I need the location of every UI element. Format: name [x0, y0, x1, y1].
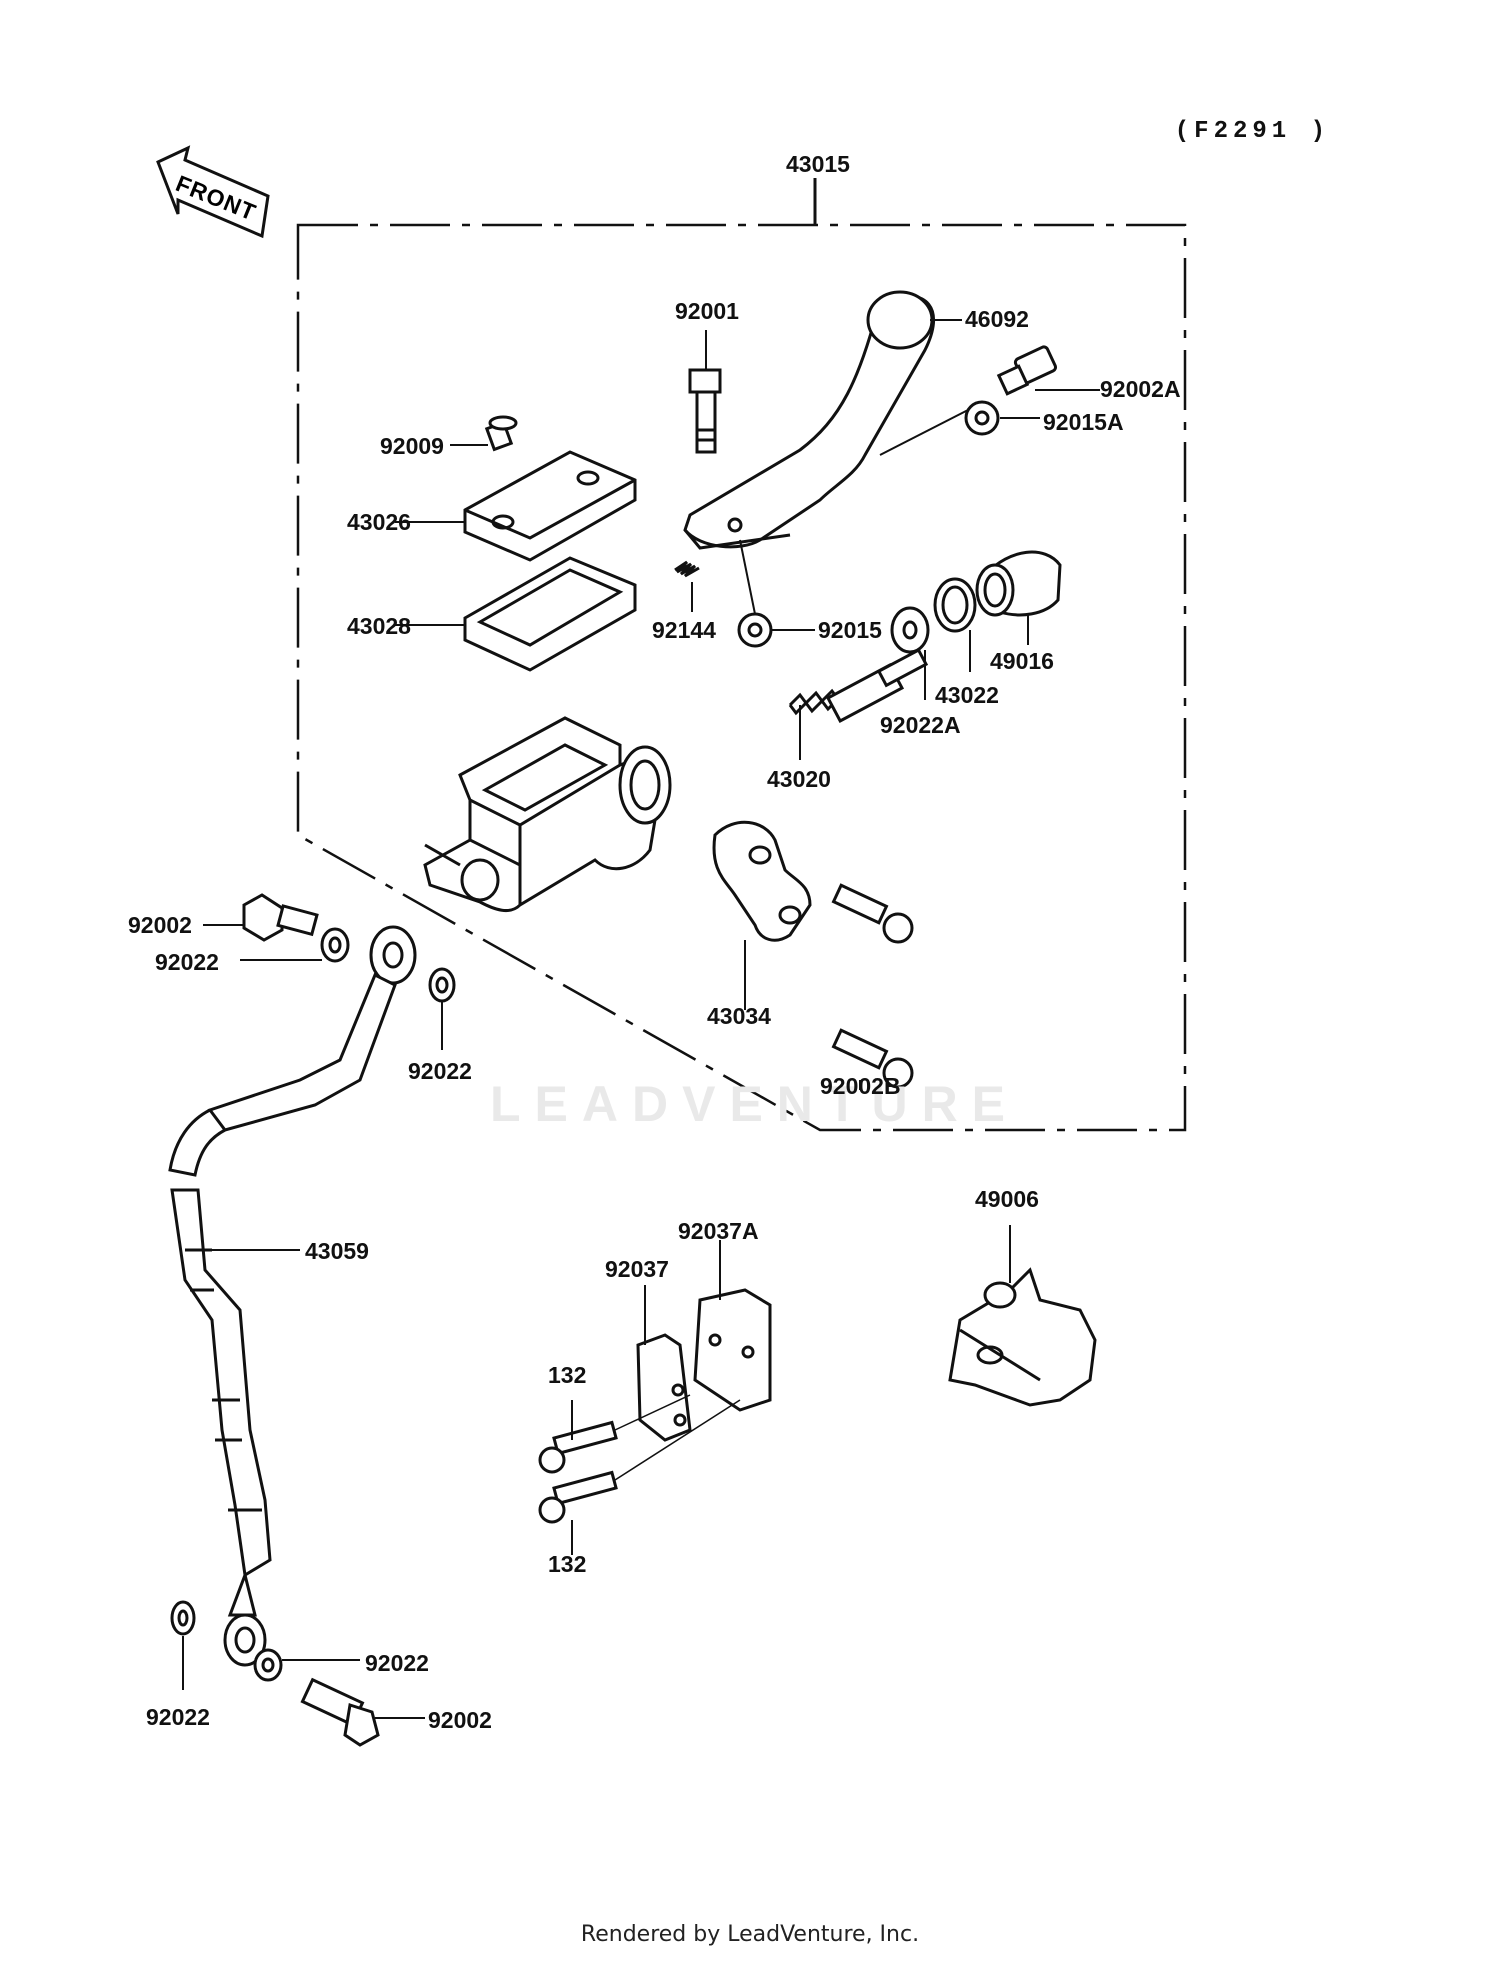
label-92037[interactable]: 92037: [605, 1256, 669, 1282]
diagram-code: (F2291 ): [1174, 118, 1330, 145]
clamp-43034: [712, 820, 812, 1010]
label-92144[interactable]: 92144: [652, 617, 716, 643]
watermark: LEADVENTURE: [490, 1076, 1020, 1132]
spring-92144: [674, 560, 700, 612]
label-92002A[interactable]: 92002A: [1100, 376, 1181, 402]
label-92002-top[interactable]: 92002: [128, 912, 192, 938]
label-92022A[interactable]: 92022A: [880, 712, 961, 738]
label-92009[interactable]: 92009: [380, 433, 444, 459]
switch-49006: [948, 1225, 1097, 1407]
label-92022-d[interactable]: 92022: [365, 1650, 429, 1676]
label-43059[interactable]: 43059: [305, 1238, 369, 1264]
diaphragm-43028: [395, 556, 637, 672]
bolts-132: [538, 1394, 741, 1555]
label-43034[interactable]: 43034: [707, 1003, 771, 1029]
label-92022-c[interactable]: 92022: [146, 1704, 210, 1730]
label-49006[interactable]: 49006: [975, 1186, 1039, 1212]
assembly-outline: [296, 223, 1187, 1132]
label-92001[interactable]: 92001: [675, 298, 739, 324]
label-92022-b[interactable]: 92022: [408, 1058, 472, 1084]
screw-92009: [450, 415, 518, 452]
brake-hose-43059: [168, 925, 417, 1667]
label-43028[interactable]: 43028: [347, 613, 411, 639]
label-43020[interactable]: 43020: [767, 766, 831, 792]
piston-43020: [788, 648, 929, 760]
banjo-bolt-92002-top: [203, 893, 456, 1050]
label-43015[interactable]: 43015: [786, 151, 850, 177]
master-cylinder-body: [423, 716, 672, 913]
footer-credit: Rendered by LeadVenture, Inc.: [580, 1922, 920, 1947]
label-92002B[interactable]: 92002B: [820, 1073, 901, 1099]
label-92002-bottom[interactable]: 92002: [428, 1707, 492, 1733]
washer-92022A: [890, 606, 930, 700]
bolt-92002A: [996, 345, 1100, 396]
front-arrow: [156, 145, 270, 239]
label-49016[interactable]: 49016: [990, 648, 1054, 674]
circlip-43022: [933, 577, 977, 672]
label-92015[interactable]: 92015: [818, 617, 882, 643]
label-92015A[interactable]: 92015A: [1043, 409, 1124, 435]
bolts-92002B: [831, 883, 914, 1090]
nut-92015: [737, 539, 815, 648]
nut-92015A: [964, 400, 1040, 436]
brake-lever-46092: [683, 290, 969, 550]
label-43022[interactable]: 43022: [935, 682, 999, 708]
label-132-bottom[interactable]: 132: [548, 1551, 587, 1577]
lower-fittings: [170, 1600, 425, 1747]
brackets-92037: [636, 1240, 772, 1442]
label-132-top[interactable]: 132: [548, 1362, 587, 1388]
label-92022-a[interactable]: 92022: [155, 949, 219, 975]
label-46092[interactable]: 46092: [965, 306, 1029, 332]
label-92037A[interactable]: 92037A: [678, 1218, 759, 1244]
reservoir-cap-43026: [395, 450, 637, 562]
pivot-bolt-92001: [688, 330, 722, 454]
label-43026[interactable]: 43026: [347, 509, 411, 535]
boot-49016: [975, 550, 1062, 645]
